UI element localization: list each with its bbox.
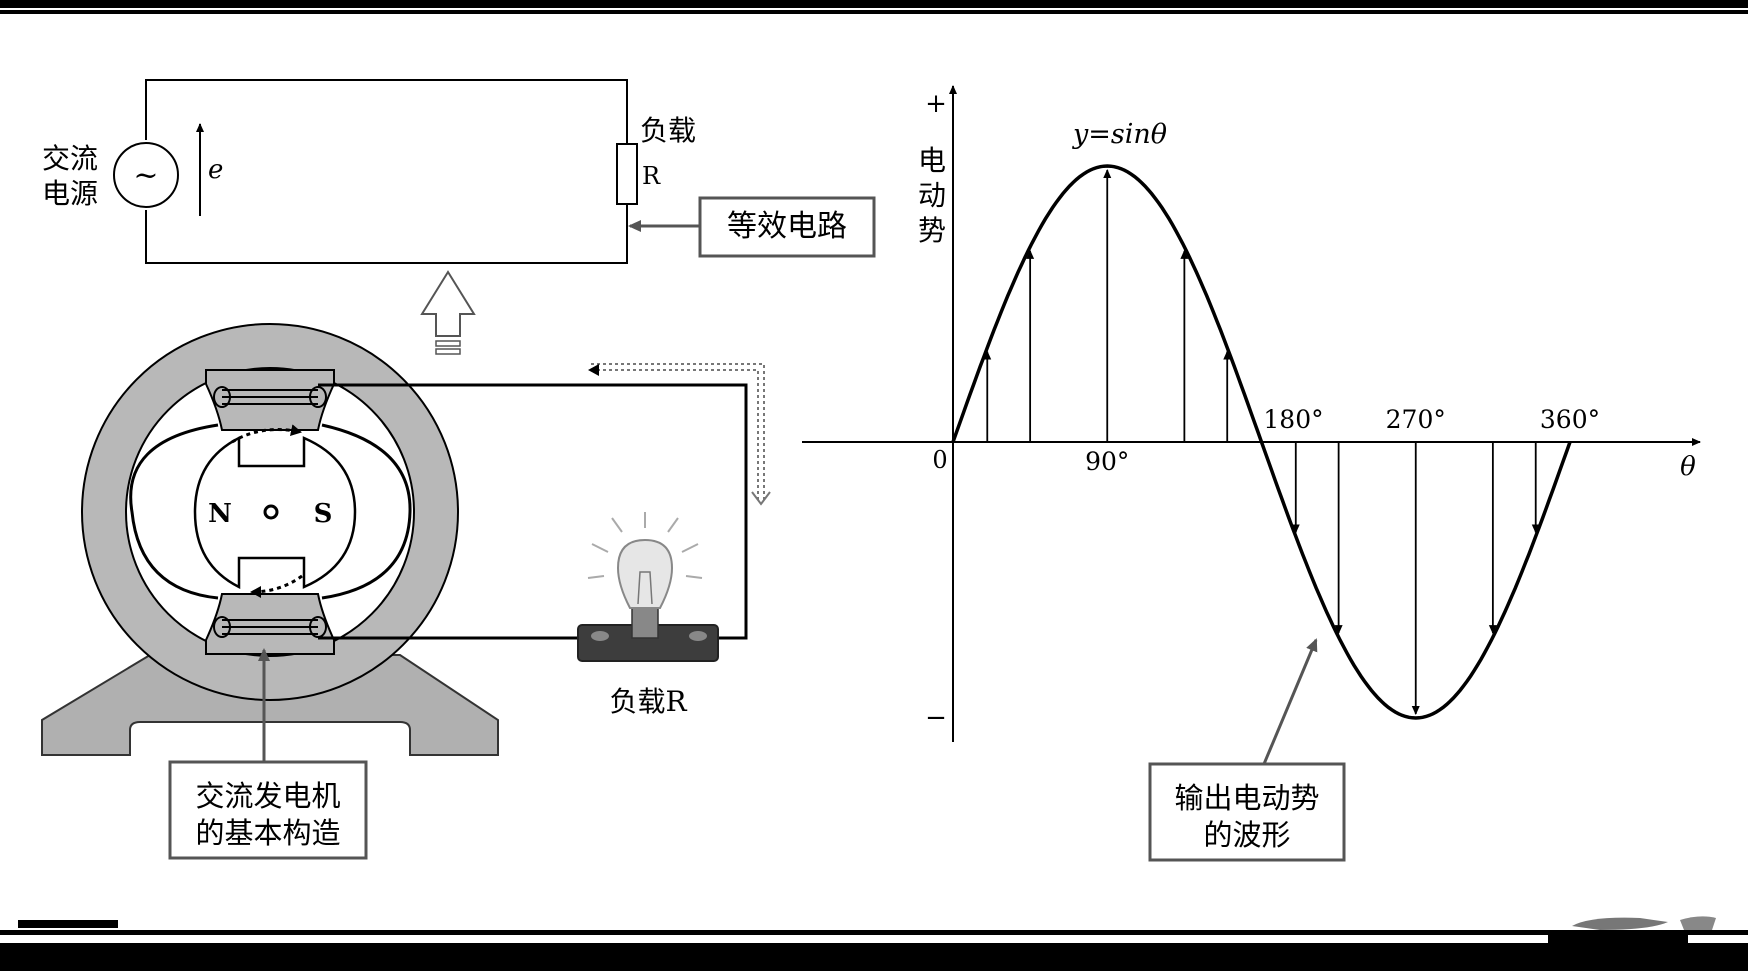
top-border-thin: [0, 10, 1748, 14]
top-border-bar: [0, 0, 1748, 8]
waveform-callout-box: [1148, 762, 1346, 862]
top-coil-icon: [213, 386, 327, 408]
north-pole-label: N: [208, 499, 232, 529]
ac-source-symbol: ~: [133, 158, 158, 193]
generator-callout-box: [168, 760, 368, 860]
flux-path-right: [321, 423, 412, 600]
light-bulb-icon: [577, 512, 719, 662]
source-label-line1: 交流: [42, 142, 98, 175]
y-axis-plus: +: [925, 89, 947, 119]
resistor-icon: [616, 143, 638, 205]
rotation-arrow-bottom: [250, 574, 303, 598]
source-label-line2: 电源: [42, 177, 98, 210]
y-axis-label-char-3: 势: [918, 214, 946, 247]
bulb-label: 负载R: [609, 685, 687, 718]
rotor-axle-icon: [263, 504, 279, 520]
waveform-callout-pointer: [1262, 638, 1318, 765]
bulb-filament: [637, 571, 653, 605]
waveform-callout-line1: 输出电动势: [1174, 781, 1319, 815]
formula-label: y=sinθ: [1072, 119, 1167, 150]
equivalence-arrow-icon: [420, 270, 476, 355]
current-arrow-outer: [590, 363, 765, 500]
generator-callout-line2: 的基本构造: [195, 816, 340, 850]
bottom-pole-shoe: [205, 593, 335, 655]
current-arrow-head: [751, 491, 771, 506]
generator-base: [41, 654, 499, 756]
flux-path: [129, 423, 219, 600]
circuit-callout: 等效电路: [727, 209, 847, 244]
bottom-border-bar: [0, 943, 1748, 971]
generator-callout-line1: 交流发电机: [195, 779, 340, 813]
x-tick-label-4: 360°: [1540, 405, 1600, 434]
resistor-letter: R: [642, 162, 661, 190]
x-axis-symbol: θ: [1680, 452, 1696, 482]
bulb-terminal-right: [689, 631, 707, 641]
y-axis-label-char-2: 动: [918, 179, 946, 212]
rotation-arrow-top: [231, 424, 302, 444]
bulb-glass: [616, 538, 674, 609]
x-tick-label-2: 180°: [1263, 405, 1323, 434]
eraser-icon: [1680, 916, 1716, 930]
y-axis-label-char-1: 电: [918, 144, 946, 177]
circuit-callout-box: [698, 196, 876, 258]
bulb-terminal-left: [591, 631, 609, 641]
emf-symbol: e: [208, 155, 223, 185]
bulb-socket: [631, 607, 659, 639]
generator: N S: [41, 323, 771, 860]
x-tick-label-3: 270°: [1386, 405, 1446, 434]
current-arrow-inner: [588, 364, 759, 500]
load-label: 负载: [640, 114, 696, 147]
origin-label: 0: [932, 446, 947, 474]
bottom-right-block: [1548, 935, 1688, 971]
x-tick-label-1: 90°: [1085, 447, 1129, 476]
bottom-border-thin: [0, 930, 1748, 935]
equivalent-circuit: ~ 交流 电源 e 负载 R 等效电路: [42, 79, 876, 264]
y-axis-minus: −: [925, 703, 947, 733]
top-pole-shoe: [205, 369, 335, 431]
ac-source-icon: [113, 142, 179, 208]
waveform-callout-line2: 的波形: [1203, 818, 1290, 852]
bulb-rays: [587, 512, 703, 579]
sine-curve: [951, 164, 1572, 720]
chalk-icon: [1572, 917, 1668, 930]
bottom-coil-icon: [213, 616, 327, 638]
emf-arrows: [983, 169, 1540, 715]
x-tick-labels: 90° 180° 270° 360°: [1085, 405, 1600, 476]
south-pole-label: S: [314, 499, 333, 529]
emf-waveform-chart: + − 电 动 势 0 θ y=sinθ 90° 180° 270° 360° 输出电…: [802, 85, 1701, 862]
bottom-left-mark: [18, 920, 118, 928]
